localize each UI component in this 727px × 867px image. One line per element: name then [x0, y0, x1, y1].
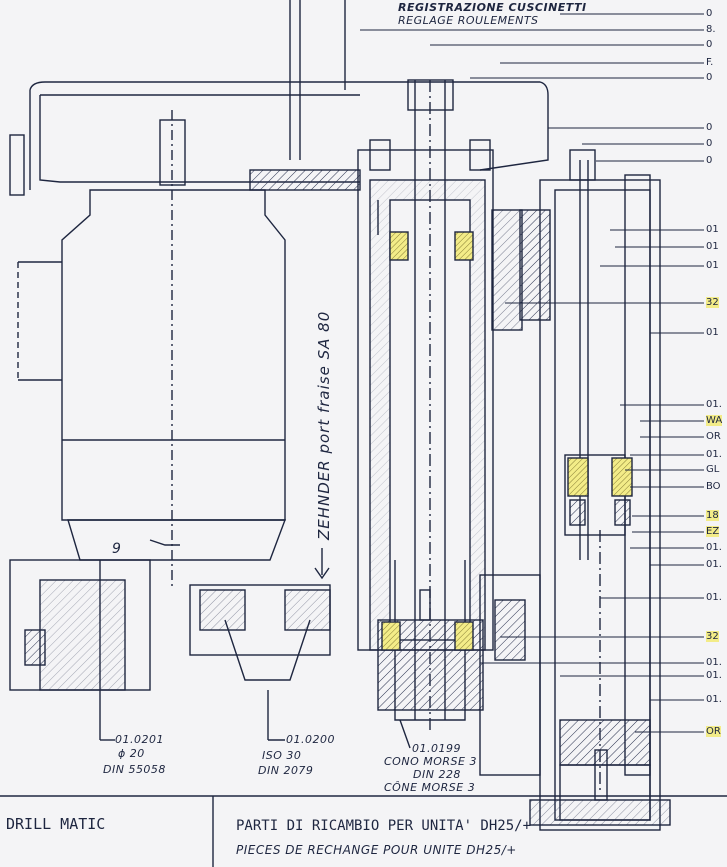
part-label: F. — [706, 57, 714, 68]
part-label: 8. — [706, 24, 716, 35]
callout-01-0201-ref: 01.0201 — [115, 733, 164, 746]
dimension-label: 9 — [112, 541, 122, 557]
part-label: 01 — [706, 260, 719, 271]
part-label: 01. — [706, 399, 722, 410]
part-label: EZ — [706, 526, 720, 537]
callout-01-0199-line3: CÔNE MORSE 3 — [384, 781, 476, 794]
part-label: 01. — [706, 657, 722, 668]
part-label: GL — [706, 464, 720, 475]
part-label: 18 — [706, 510, 719, 521]
part-label: BO — [706, 481, 721, 492]
part-label: 01. — [706, 670, 722, 681]
note-bearing-adjustment-fr: REGLAGE ROULEMENTS — [398, 14, 539, 27]
part-label: 01 — [706, 241, 719, 252]
title-block-brand: DRILL MATIC — [6, 815, 106, 833]
callout-01-0200-dim: ISO 30 — [262, 749, 302, 762]
part-label: 01 — [706, 327, 719, 338]
part-label: 01. — [706, 694, 722, 705]
callout-01-0201-std: DIN 55058 — [103, 763, 166, 776]
part-label: 01 — [706, 224, 719, 235]
callout-01-0199-ref: 01.0199 — [412, 742, 461, 755]
part-label: 0 — [706, 8, 713, 19]
part-label: OR — [706, 726, 721, 737]
part-label: 01. — [706, 542, 722, 553]
callout-01-0200-ref: 01.0200 — [286, 733, 335, 746]
part-label: 01. — [706, 592, 722, 603]
part-label: 0 — [706, 138, 713, 149]
note-bearing-adjustment-it: REGISTRAZIONE CUSCINETTI — [398, 1, 587, 14]
callout-01-0199-line1: CONO MORSE 3 — [384, 755, 477, 768]
part-label: 0 — [706, 72, 713, 83]
part-label: WA — [706, 415, 723, 426]
part-label: 32 — [706, 631, 719, 642]
note-zehnder: ZEHNDER port fraise SA 80 — [315, 310, 333, 540]
part-label: 32 — [706, 297, 719, 308]
callout-01-0201-dim: ϕ 20 — [118, 747, 145, 760]
part-label: 01. — [706, 449, 722, 460]
part-label: 01. — [706, 559, 722, 570]
part-label: 0 — [706, 122, 713, 133]
callout-01-0200-std: DIN 2079 — [258, 764, 314, 777]
title-block-line-fr: PIECES DE RECHANGE POUR UNITE DH25/+ — [236, 843, 517, 857]
title-block-line-it: PARTI DI RICAMBIO PER UNITA' DH25/+ — [236, 818, 532, 834]
part-label: OR — [706, 431, 721, 442]
part-label: 0 — [706, 39, 713, 50]
part-label: 0 — [706, 155, 713, 166]
callout-01-0199-line2: DIN 228 — [413, 768, 461, 781]
